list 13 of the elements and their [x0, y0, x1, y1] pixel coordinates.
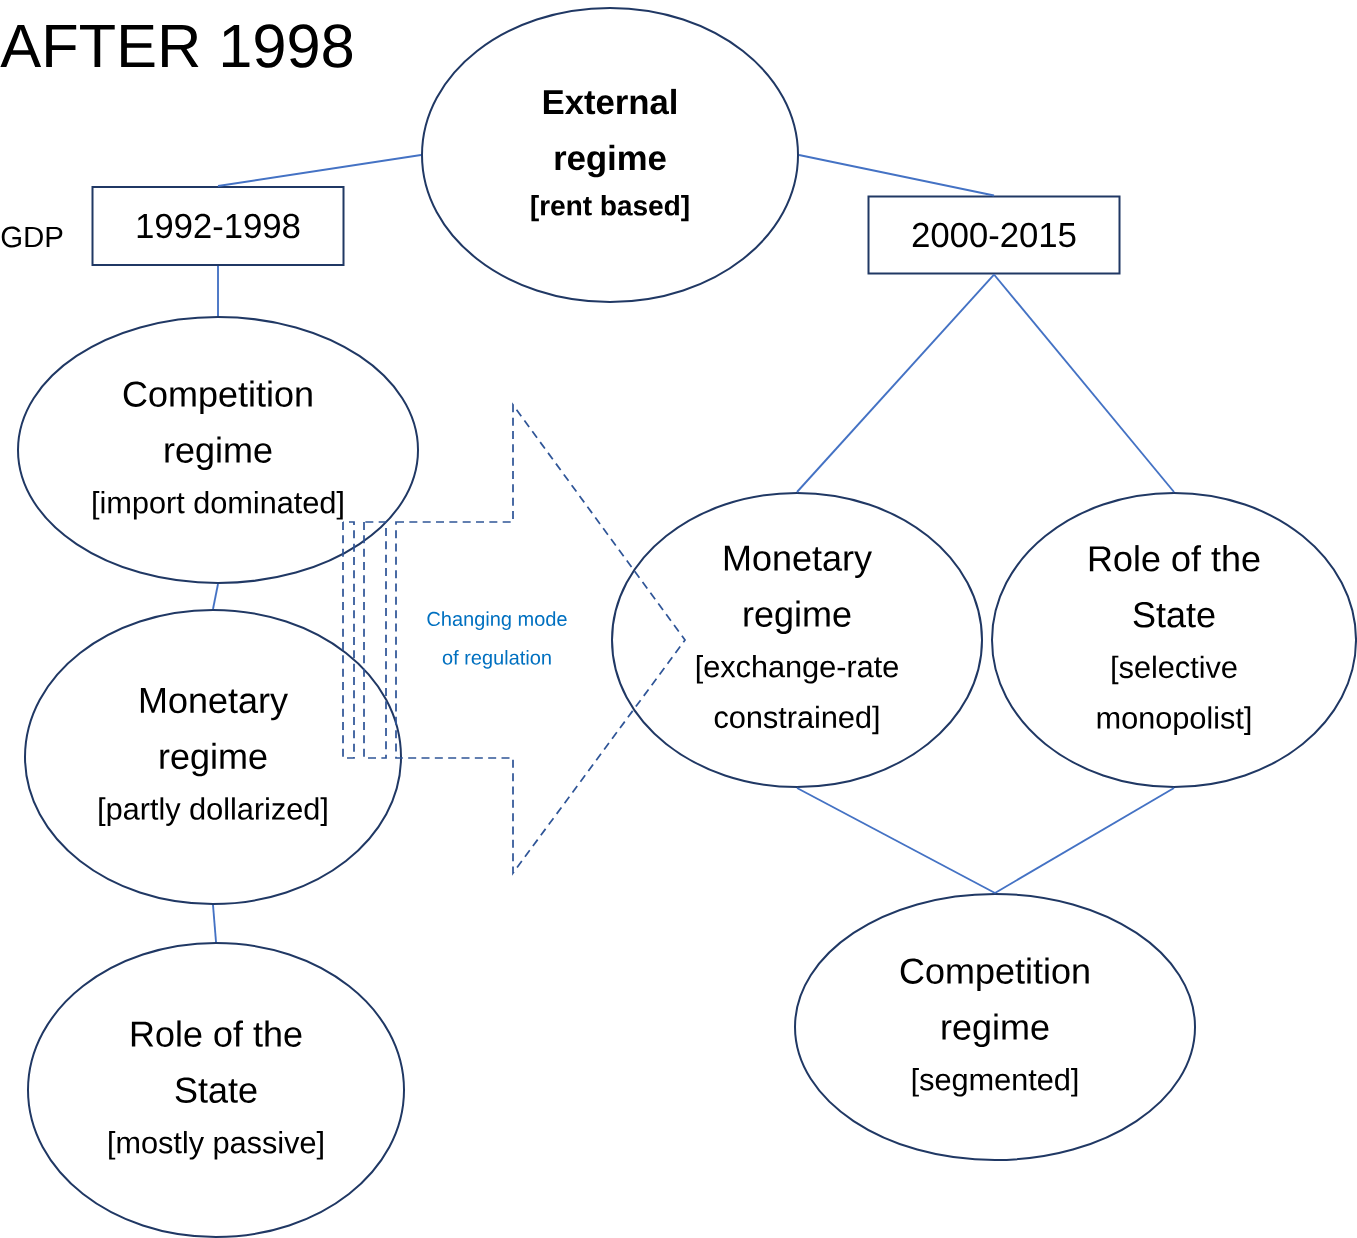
title: AFTER 1998: [0, 24, 353, 68]
connector-line: [212, 583, 219, 610]
side-label: GDP: [1, 226, 63, 248]
connector-line: [994, 787, 1175, 894]
connector-line: [798, 154, 995, 197]
period-box: 1992-1998: [91, 186, 345, 266]
period-box: 2000-2015: [867, 195, 1121, 275]
connector-line: [993, 273, 1175, 493]
connector-line: [212, 904, 217, 943]
connector-line: [796, 787, 996, 894]
connector-line: [217, 265, 219, 317]
connector-line: [217, 154, 422, 187]
connector-line: [796, 273, 995, 493]
